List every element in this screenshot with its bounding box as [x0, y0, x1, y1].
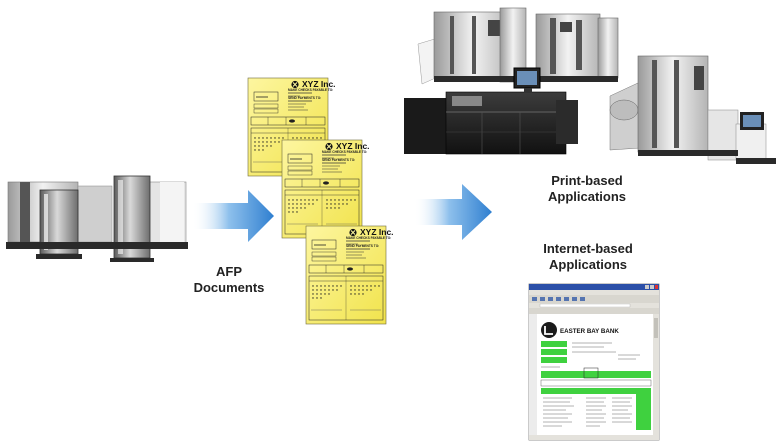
doc-payable-line: MAKE CHECKS PAYABLE TO:	[288, 88, 333, 92]
internet-applications-label: Internet-based Applications	[530, 241, 646, 273]
doc-remit-line: SEND PAYMENTS TO:	[346, 244, 379, 248]
cut-sheet-printer-icon	[404, 67, 578, 155]
production-printer-icon	[535, 13, 619, 82]
print-label-line2: Applications	[547, 189, 626, 204]
doc-company-name: XYZ Inc.	[302, 79, 336, 89]
bank-name: EASTER BAY BANK	[560, 328, 619, 335]
doc-remit-line: SEND PAYMENTS TO:	[288, 96, 321, 100]
host-mainframe-icon	[6, 175, 188, 262]
internet-label-line2: Applications	[548, 257, 627, 272]
doc-payable-line: MAKE CHECKS PAYABLE TO:	[322, 150, 367, 154]
doc-payable-line: MAKE CHECKS PAYABLE TO:	[346, 236, 391, 240]
high-volume-printer-icon	[609, 55, 776, 164]
continuous-forms-printer-icon	[417, 7, 527, 85]
print-label-line1: Print-based	[551, 173, 623, 188]
afp-documents-label: AFP Documents	[186, 264, 272, 296]
internet-label-line1: Internet-based	[543, 241, 633, 256]
afp-document-1: XYZ Inc. MAKE CHECKS PAYABLE TO: SEND PA…	[247, 77, 336, 177]
arrow-afp-to-applications	[414, 184, 492, 240]
doc-company-name: XYZ Inc.	[360, 227, 394, 237]
doc-company-name: XYZ Inc.	[336, 141, 370, 151]
afp-document-3: XYZ Inc. MAKE CHECKS PAYABLE TO: SEND PA…	[305, 225, 394, 325]
print-applications-label: Print-based Applications	[535, 173, 639, 205]
afp-label-line1: AFP	[216, 264, 242, 279]
arrow-host-to-afp	[192, 190, 274, 242]
doc-remit-line: SEND PAYMENTS TO:	[322, 158, 355, 162]
afp-label-line2: Documents	[193, 280, 265, 295]
afp-document-2: XYZ Inc. MAKE CHECKS PAYABLE TO: SEND PA…	[281, 139, 370, 239]
browser-window-icon: EASTER BAY BANK	[528, 283, 660, 441]
